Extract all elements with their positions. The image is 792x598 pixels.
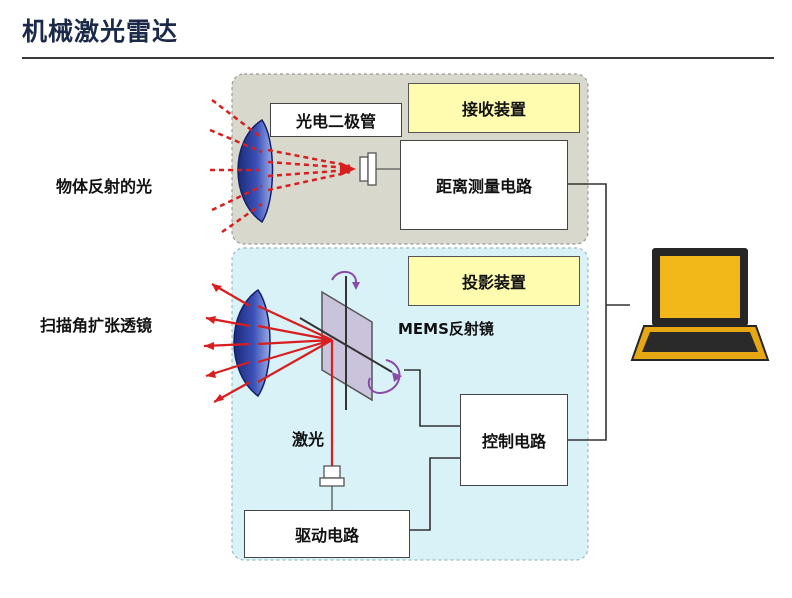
distance-circuit-box: 距离测量电路 [400,140,568,230]
laptop-icon [630,248,770,361]
laser-arrowheads [204,284,224,402]
scan-lens [233,288,271,398]
connection-wires [404,183,630,531]
mems-mirror-label: MEMS反射镜 [398,320,494,338]
reflected-light-rays [209,99,351,234]
light-arrow-icon [340,162,356,176]
drive-circuit-box: 驱动电路 [244,510,410,558]
photodiode-box: 光电二极管 [270,103,402,137]
rotation-arrow-right-icon [367,359,401,394]
laser-label: 激光 [292,430,325,449]
projector-box: 投影装置 [408,256,580,306]
rotation-arrow-top-icon [331,271,357,283]
control-circuit-box: 控制电路 [460,394,568,486]
page-title: 机械激光雷达 [22,17,179,46]
title-divider [22,57,774,59]
photodiode-sensor-icon [359,152,400,186]
receiver-box: 接收装置 [408,83,580,133]
reflected-light-label: 物体反射的光 [56,177,153,196]
laser-emitter-icon [319,465,345,510]
scan-lens-label: 扫描角扩张透镜 [40,316,153,335]
mirror-axis-horizontal [299,317,393,373]
